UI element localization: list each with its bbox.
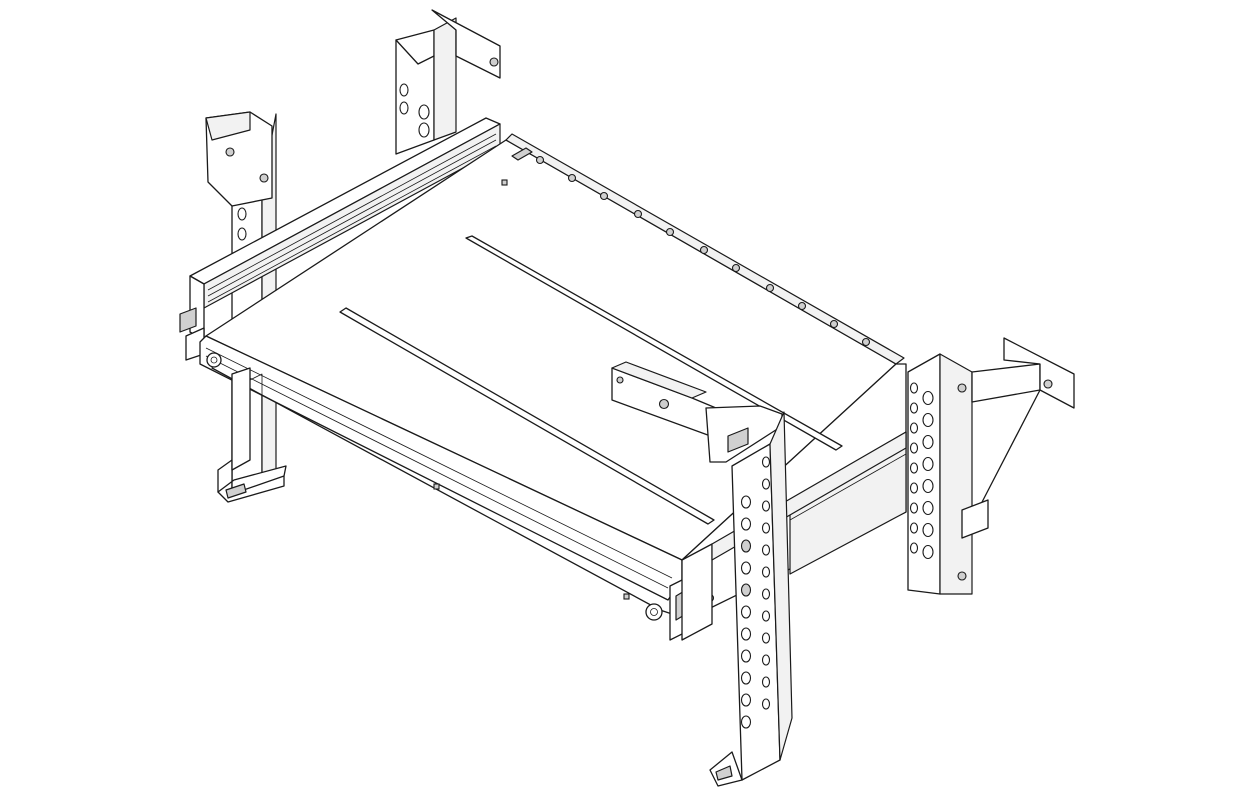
back-right-post	[395, 9, 501, 155]
back-right-far-post	[907, 337, 1075, 595]
front-right-post	[709, 411, 793, 787]
front-right-post-holes	[740, 456, 771, 729]
back-right-post-holes	[909, 382, 967, 581]
shelf-slot-front	[339, 307, 715, 525]
shelf-tray	[199, 133, 907, 641]
left-rail	[179, 117, 501, 361]
shelf-back-holes	[535, 155, 871, 347]
front-left-post	[231, 367, 263, 471]
shelf-slot-back	[465, 235, 843, 451]
mounting-bracket	[611, 361, 783, 463]
